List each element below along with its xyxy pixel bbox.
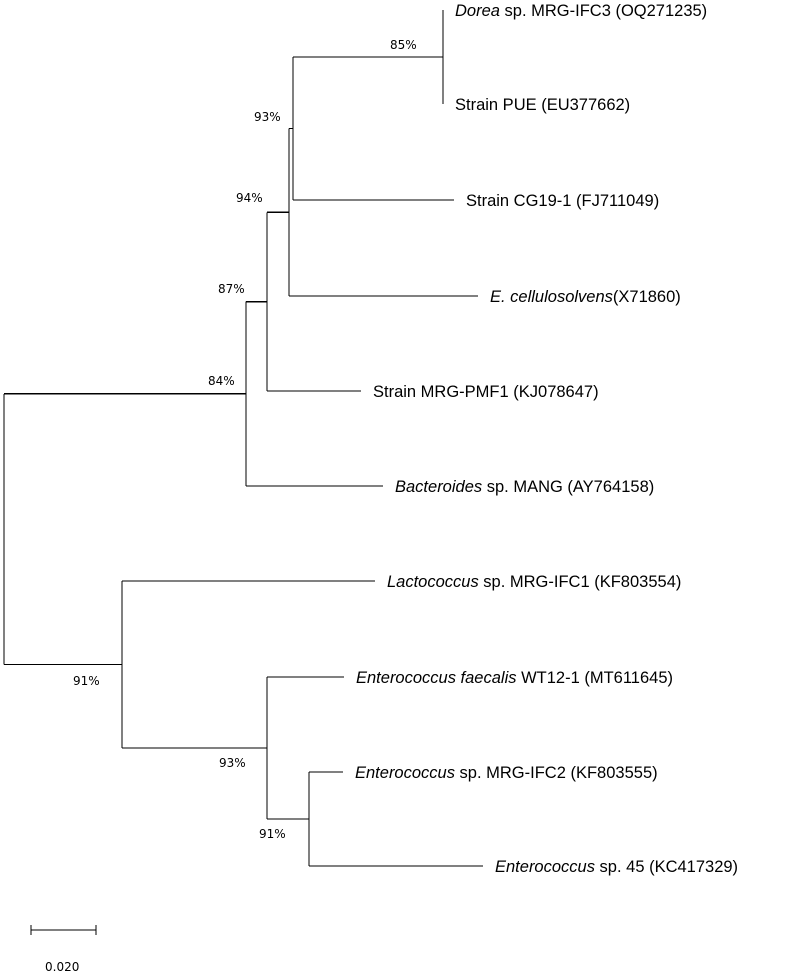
support-label-n_ef: 93% bbox=[219, 756, 246, 770]
tip-label-part: sp. MRG-IFC1 (KF803554) bbox=[479, 573, 682, 591]
tip-label-part: E. cellulosolvens bbox=[490, 288, 613, 306]
tip-label-t5: Strain MRG-PMF1 (KJ078647) bbox=[373, 383, 599, 401]
tip-label-part: sp. 45 (KC417329) bbox=[595, 858, 738, 876]
support-label-n_b: 94% bbox=[236, 191, 263, 205]
tip-label-part: Strain MRG-PMF1 (KJ078647) bbox=[373, 383, 599, 401]
tip-label-t2: Strain PUE (EU377662) bbox=[455, 96, 630, 114]
tip-label-t8: Enterococcus faecalis WT12-1 (MT611645) bbox=[356, 669, 673, 687]
tip-label-part: Enterococcus bbox=[495, 858, 595, 876]
tip-label-t3: Strain CG19-1 (FJ711049) bbox=[466, 192, 659, 210]
tip-label-part: Bacteroides bbox=[395, 478, 482, 496]
tip-label-part: Dorea bbox=[455, 2, 500, 20]
support-label-n_a: 93% bbox=[254, 110, 281, 124]
tip-label-part: Lactococcus bbox=[387, 573, 479, 591]
tip-label-t10: Enterococcus sp. 45 (KC417329) bbox=[495, 858, 738, 876]
support-label-n_d: 84% bbox=[208, 374, 235, 388]
tip-label-part: Enterococcus bbox=[355, 764, 455, 782]
tip-label-t4: E. cellulosolvens(X71860) bbox=[490, 288, 681, 306]
tree-branches bbox=[3, 10, 483, 867]
tip-label-part: Enterococcus faecalis bbox=[356, 669, 517, 687]
tip-label-t7: Lactococcus sp. MRG-IFC1 (KF803554) bbox=[387, 573, 681, 591]
tip-labels: Dorea sp. MRG-IFC3 (OQ271235) Strain PUE … bbox=[355, 2, 738, 876]
tip-label-part: Strain PUE (EU377662) bbox=[455, 96, 630, 114]
tip-label-part: WT12-1 (MT611645) bbox=[517, 669, 674, 687]
scale-bar: 0.020 bbox=[30, 925, 97, 973]
scale-bar-label: 0.020 bbox=[45, 960, 79, 973]
support-label-n_ef_low: 91% bbox=[259, 827, 286, 841]
tip-label-part: sp. MANG (AY764158) bbox=[482, 478, 654, 496]
tip-label-t1: Dorea sp. MRG-IFC3 (OQ271235) bbox=[455, 2, 707, 20]
tip-label-part: (X71860) bbox=[613, 288, 681, 306]
tip-label-t9: Enterococcus sp. MRG-IFC2 (KF803555) bbox=[355, 764, 658, 782]
tip-label-part: Strain CG19-1 (FJ711049) bbox=[466, 192, 659, 210]
tip-label-t6: Bacteroides sp. MANG (AY764158) bbox=[395, 478, 654, 496]
support-label-n_c: 87% bbox=[218, 282, 245, 296]
support-label-n_dorea_pue: 85% bbox=[390, 38, 417, 52]
support-label-n_lacto: 91% bbox=[73, 674, 100, 688]
tip-label-part: sp. MRG-IFC3 (OQ271235) bbox=[500, 2, 707, 20]
bootstrap-support-labels: 85% 93% 94% 87% 84% 91% 93% 91% bbox=[73, 38, 417, 841]
tip-label-part: sp. MRG-IFC2 (KF803555) bbox=[455, 764, 658, 782]
